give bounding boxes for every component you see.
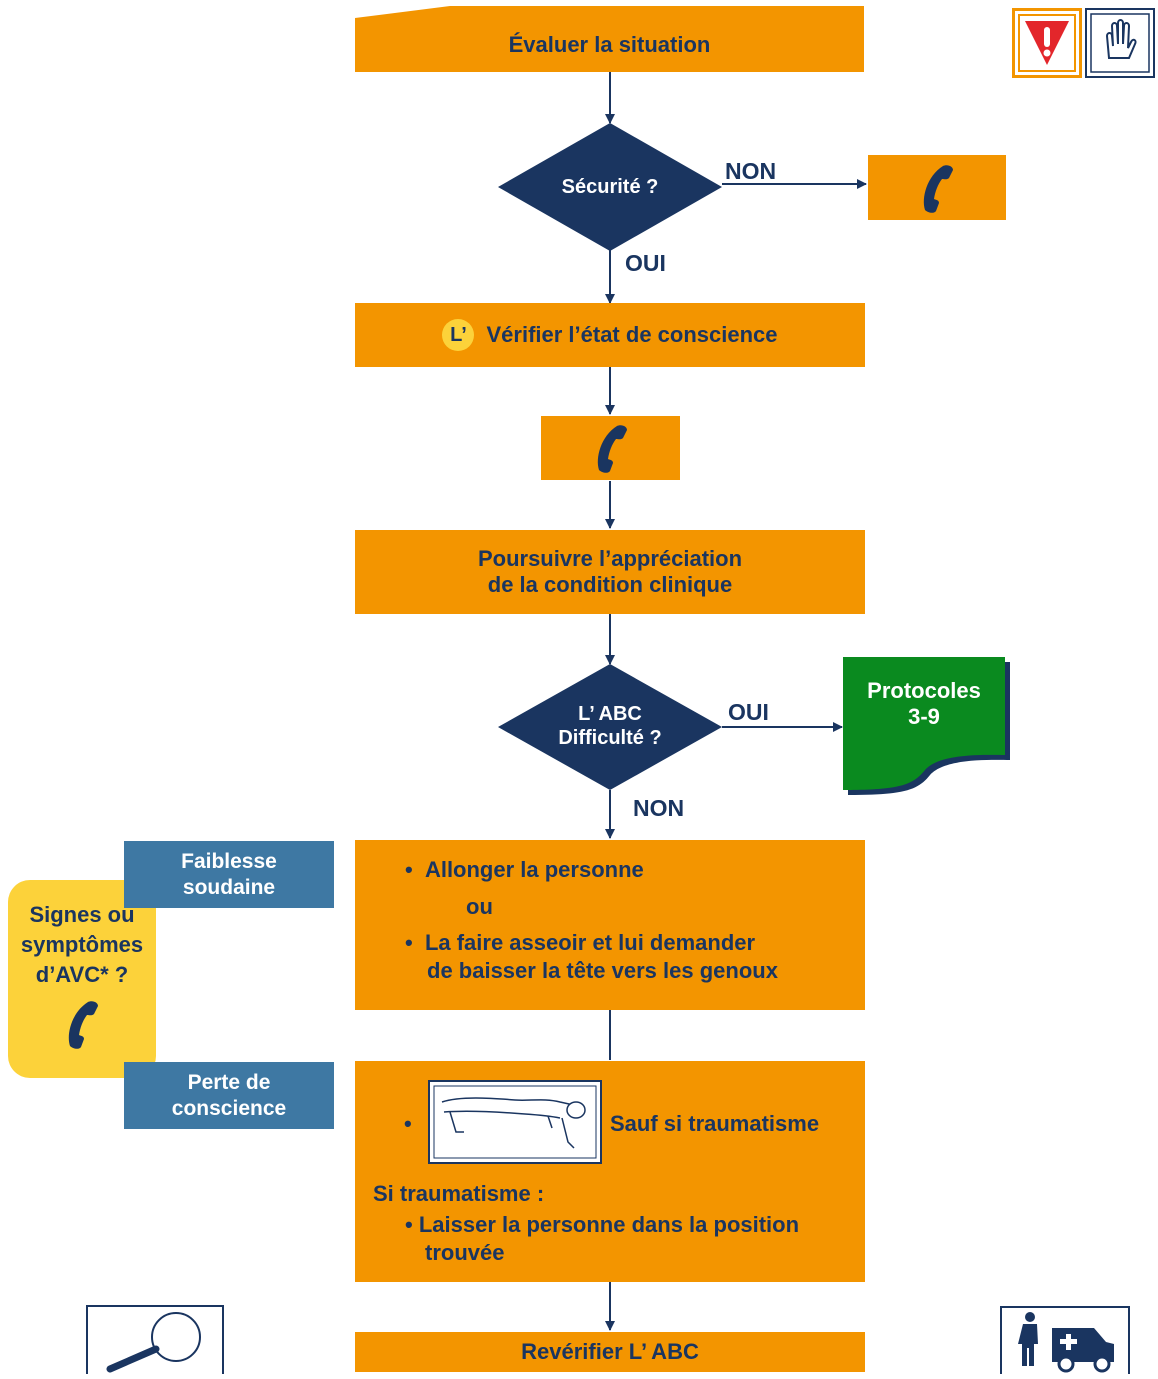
weakness-item1: • Allonger la personne <box>405 857 644 882</box>
loss-item1-bullet: • <box>404 1111 412 1136</box>
weakness-actions-box <box>355 840 865 1010</box>
weakness-item2: • La faire asseoir et lui demander <box>405 930 756 955</box>
verify-step-label: Vérifier l’état de conscience <box>486 322 778 347</box>
abc-decision-line1: L’ ABC <box>578 703 642 725</box>
avc-note: Signes ou symptômes d’AVC* ? <box>8 900 156 1058</box>
evaluate-step: Évaluer la situation <box>355 18 864 72</box>
phone-icon <box>923 164 953 213</box>
verify-prefix-badge: L’ <box>442 319 475 351</box>
avc-note-line3: d’AVC* ? <box>35 962 129 987</box>
abc-non-label: NON <box>633 795 685 821</box>
recheck-step: Revérifier L’ ABC <box>355 1332 865 1372</box>
abc-decision-line2: Difficulté ? <box>558 727 662 749</box>
protocols-line2: 3-9 <box>908 704 940 729</box>
top-box-shape <box>355 6 864 72</box>
loss-tab: Perte de conscience <box>124 1062 334 1129</box>
phone-icon <box>597 425 627 473</box>
security-decision: Sécurité ? <box>520 175 700 199</box>
weakness-item2-line1: La faire asseoir et lui demander <box>424 930 756 955</box>
glove-icon <box>1085 8 1155 78</box>
security-oui-label: OUI <box>625 250 666 276</box>
call-box-center <box>541 416 680 480</box>
evaluate-step-label: Évaluer la situation <box>508 32 711 57</box>
loss-trauma-item: • Laisser la personne dans la position <box>405 1212 800 1237</box>
avc-note-line2: symptômes <box>20 932 144 957</box>
security-non-label: NON <box>725 158 777 184</box>
security-decision-label: Sécurité ? <box>561 176 659 198</box>
weakness-item2-line2: de baisser la tête vers les genoux <box>427 958 778 983</box>
magnifier-icon <box>86 1305 224 1374</box>
abc-decision: L’ ABC Difficulté ? <box>520 702 700 750</box>
continue-step-line2: de la condition clinique <box>487 572 733 597</box>
loss-item1: Sauf si traumatisme <box>610 1111 820 1136</box>
continue-step-line1: Poursuivre l’appréciation <box>477 546 743 571</box>
protocols-line1: Protocoles <box>867 678 981 703</box>
recovery-position-illustration <box>428 1080 602 1164</box>
loss-trauma-heading: Si traumatisme : <box>373 1181 545 1206</box>
loss-tab-line1: Perte de <box>187 1070 271 1094</box>
avc-note-shape <box>8 880 156 1078</box>
loss-trauma-line1: Laisser la personne dans la position <box>418 1212 800 1237</box>
weakness-tab-line2: soudaine <box>182 875 276 899</box>
loss-tab-line2: conscience <box>171 1096 287 1120</box>
abc-oui-label: OUI <box>728 699 769 725</box>
weakness-or: ou <box>466 894 493 919</box>
warning-icon <box>1012 8 1082 78</box>
security-decision-shape <box>498 123 722 251</box>
avc-note-line1: Signes ou <box>29 902 135 927</box>
weakness-tab: Faiblesse soudaine <box>124 841 334 908</box>
weakness-item1-label: Allonger la personne <box>424 857 644 882</box>
abc-decision-shape <box>498 664 722 790</box>
weakness-tab-line1: Faiblesse <box>181 849 277 873</box>
call-box-right <box>868 155 1006 220</box>
person-ambulance-icon <box>1000 1306 1130 1374</box>
phone-icon <box>68 1001 98 1049</box>
verify-step: L’ Vérifier l’état de conscience <box>355 303 865 367</box>
continue-step: Poursuivre l’appréciation de la conditio… <box>355 530 865 614</box>
protocols-box[interactable]: Protocoles 3-9 <box>843 678 1005 730</box>
loss-trauma-line2: trouvée <box>425 1240 505 1265</box>
recheck-step-label: Revérifier L’ ABC <box>521 1339 699 1364</box>
protocols-shape <box>843 657 1005 790</box>
